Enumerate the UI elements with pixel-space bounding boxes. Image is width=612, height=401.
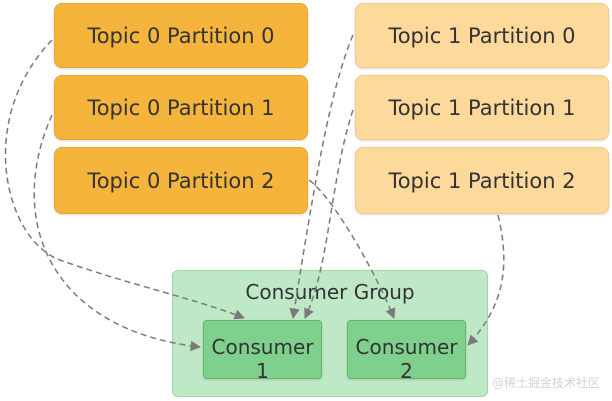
topic1-partition2-label: Topic 1 Partition 2	[388, 168, 576, 193]
topic1-partition1-box: Topic 1 Partition 1	[355, 75, 609, 140]
consumer-2-box: Consumer 2	[347, 320, 466, 383]
topic0-partition0-label: Topic 0 Partition 0	[87, 23, 275, 48]
consumer-2-word: Consumer	[355, 335, 458, 359]
topic0-partition2-label: Topic 0 Partition 2	[87, 168, 275, 193]
topic0-partition1-label: Topic 0 Partition 1	[87, 95, 275, 120]
consumer-1-number: 1	[256, 359, 269, 383]
consumer-1-word: Consumer	[211, 335, 314, 359]
watermark: @稀土掘金技术社区	[491, 376, 600, 390]
consumer-1-box: Consumer 1	[203, 320, 322, 383]
topic0-partition2-box: Topic 0 Partition 2	[54, 147, 308, 214]
consumer-2-number: 2	[400, 359, 413, 383]
topic0-partition1-box: Topic 0 Partition 1	[54, 75, 308, 140]
topic1-partition1-label: Topic 1 Partition 1	[388, 95, 576, 120]
topic1-partition0-label: Topic 1 Partition 0	[388, 23, 576, 48]
consumer-group-label: Consumer Group	[245, 280, 415, 304]
topic1-partition2-box: Topic 1 Partition 2	[355, 147, 609, 214]
topic0-partition0-box: Topic 0 Partition 0	[54, 3, 308, 68]
topic1-partition0-box: Topic 1 Partition 0	[355, 3, 609, 68]
